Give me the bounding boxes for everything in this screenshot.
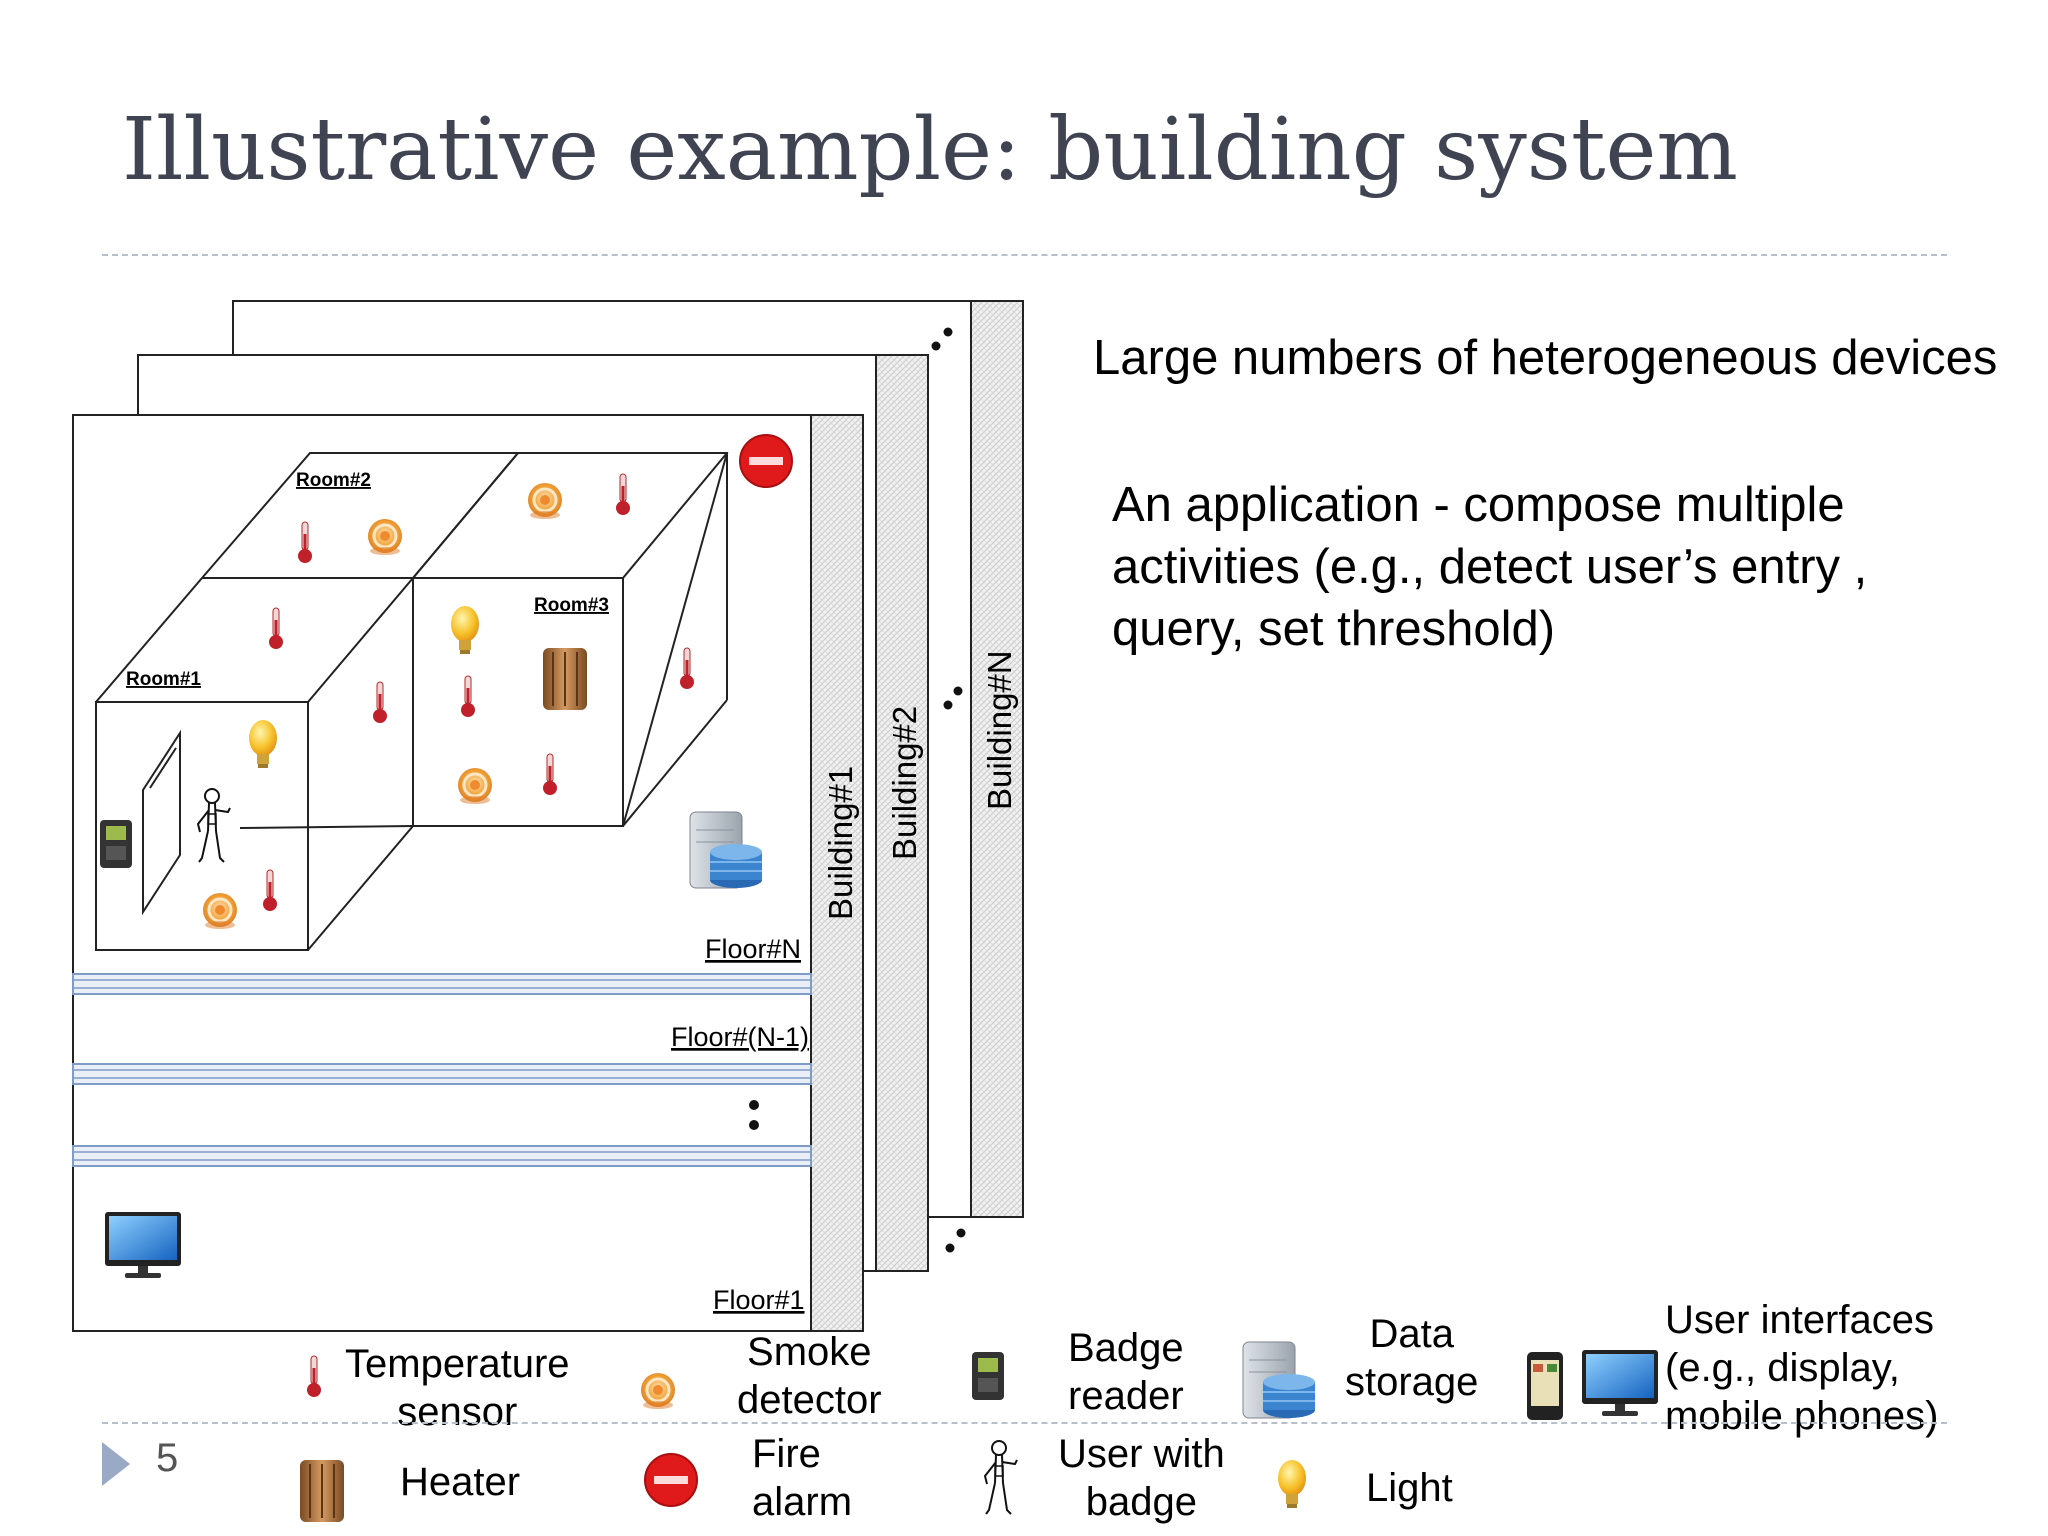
heater-icon xyxy=(542,647,588,711)
title-divider xyxy=(102,254,1947,256)
legend-badge-reader: Badge reader xyxy=(1068,1326,1184,1418)
legend-light: Light xyxy=(1366,1466,1453,1510)
door xyxy=(142,729,181,916)
legend-user-icon xyxy=(984,1440,1018,1515)
building-ellipsis-top xyxy=(931,327,966,1253)
legend-fire-alarm-icon xyxy=(644,1453,698,1507)
room-1-label: Room#1 xyxy=(126,669,201,690)
legend-badge-reader-icon xyxy=(972,1352,1004,1400)
building-1-frame xyxy=(72,414,864,1332)
legend-data-storage: Data storage xyxy=(1345,1312,1479,1404)
legend-phone-icon xyxy=(1527,1352,1563,1420)
smoke-detector-icon xyxy=(366,517,404,557)
floor-separators xyxy=(72,973,812,1167)
bullet-heterogeneous-devices: Large numbers of heterogeneous devices xyxy=(1093,331,1998,385)
legend-smoke-icon xyxy=(639,1371,677,1411)
slide-marker-icon xyxy=(102,1442,130,1486)
legend-smoke-detector: Smoke detector xyxy=(737,1330,882,1422)
smoke-detector-icon xyxy=(201,891,239,931)
slide-number: 5 xyxy=(156,1436,179,1480)
legend-user-interfaces: User interfaces (e.g., display, mobile p… xyxy=(1665,1298,1939,1438)
room-1 xyxy=(95,577,414,951)
smoke-detector-icon xyxy=(456,766,494,806)
smoke-detector-icon xyxy=(526,481,564,521)
legend-data-storage-icon xyxy=(1242,1341,1316,1419)
legend-fire-alarm: Fire alarm xyxy=(752,1432,853,1524)
legend-heater: Heater xyxy=(400,1460,521,1504)
room-3-label: Room#3 xyxy=(534,595,609,616)
building-2-label: Building#2 xyxy=(886,706,923,860)
floor-ellipsis xyxy=(749,1100,759,1130)
room-3 xyxy=(412,452,728,827)
legend-display-icon xyxy=(1582,1350,1658,1416)
floor-1-label: Floor#1 xyxy=(713,1285,805,1315)
floor-n-label: Floor#N xyxy=(705,934,801,964)
room-2-label: Room#2 xyxy=(296,470,371,491)
legend-light-icon xyxy=(1278,1460,1306,1508)
legend-temperature-icon xyxy=(306,1355,322,1398)
bullet-application-compose: An application - compose multiple activi… xyxy=(1112,478,1868,656)
legend-temperature-sensor: Temperature sensor xyxy=(345,1342,570,1434)
building-1-label: Building#1 xyxy=(822,766,859,920)
floor-n-1-label: Floor#(N-1) xyxy=(671,1022,809,1052)
badge-reader-icon xyxy=(100,820,132,868)
legend-heater-icon xyxy=(299,1459,345,1523)
footer-divider xyxy=(102,1422,1947,1424)
legend-user-with-badge: User with badge xyxy=(1058,1432,1225,1524)
slide-title: Illustrative example: building system xyxy=(122,100,1738,200)
fire-alarm-icon xyxy=(739,434,793,488)
building-n-label: Building#N xyxy=(981,650,1018,810)
